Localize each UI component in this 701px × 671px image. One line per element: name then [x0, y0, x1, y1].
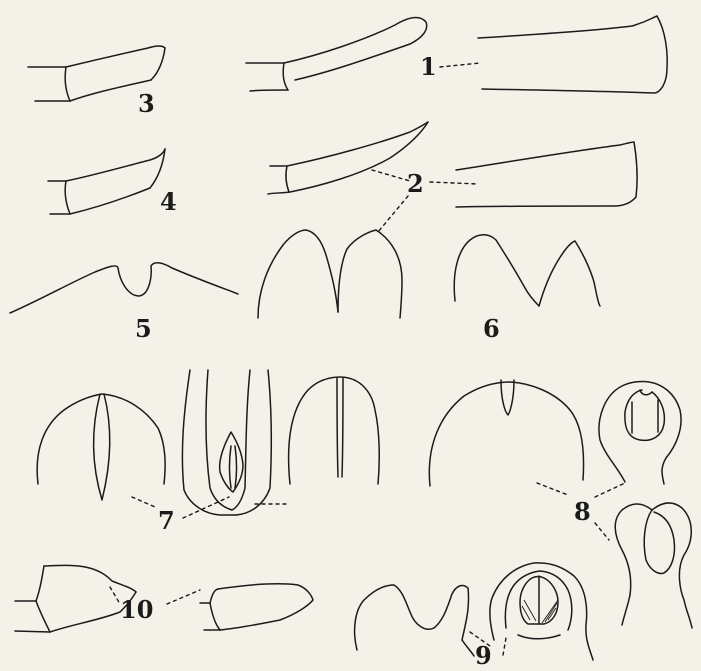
fig2-right-drawing — [456, 142, 637, 207]
fig7-right-drawing — [289, 377, 380, 484]
fig10-right-drawing — [200, 584, 313, 630]
fig4-label: 4 — [160, 187, 177, 216]
fig2-label: 2 — [407, 169, 424, 198]
fig1-right-drawing — [478, 16, 667, 93]
fig9-left-drawing — [355, 585, 474, 656]
fig1-label: 1 — [420, 52, 437, 81]
fig1-left-drawing — [246, 17, 427, 91]
fig10-label: 10 — [120, 595, 153, 624]
fig2-left-drawing — [268, 122, 428, 194]
fig6-drawing — [454, 235, 600, 306]
fig2-lower-drawing — [258, 230, 402, 318]
fig7-left-drawing — [37, 394, 165, 500]
fig8-lower-drawing — [615, 503, 692, 628]
leader-lines — [110, 63, 625, 655]
fig7-label: 7 — [158, 506, 175, 535]
fig6-label: 6 — [483, 314, 500, 343]
fig8-label: 8 — [574, 497, 591, 526]
fig10-left-drawing — [15, 565, 136, 632]
fig8-left-drawing — [429, 380, 583, 486]
figure-numbers: 1 2 3 4 5 6 7 8 9 10 — [120, 52, 591, 670]
fig8-upper-drawing — [599, 381, 681, 484]
fig7-mid-drawing — [182, 370, 271, 515]
fig9-label: 9 — [475, 641, 492, 670]
fig3-label: 3 — [138, 89, 155, 118]
fig5-drawing — [10, 263, 238, 313]
fig5-label: 5 — [135, 314, 152, 343]
fig4-drawing — [48, 149, 165, 214]
